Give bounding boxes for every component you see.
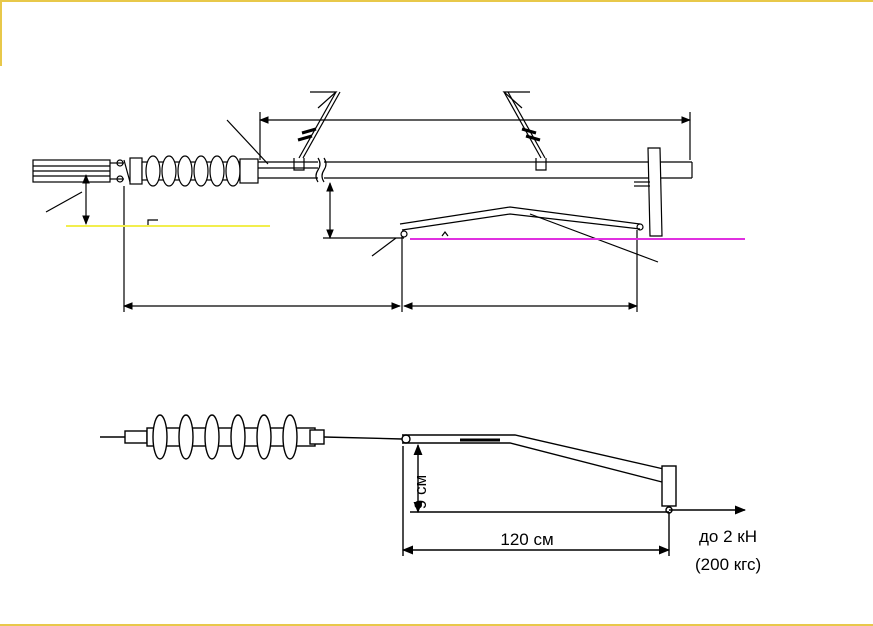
level-mark — [441, 231, 449, 237]
slide-left-border — [0, 0, 2, 66]
slide-top-border — [0, 0, 873, 2]
bottom-diagram — [100, 414, 747, 556]
level-tick — [147, 219, 158, 226]
top-diagram — [32, 91, 693, 312]
lower-arm — [399, 206, 644, 238]
end-plate — [634, 147, 663, 237]
slide-bottom-border — [0, 624, 873, 626]
dim-120cm-label: 120 см — [500, 530, 553, 549]
tension-clamp — [32, 159, 131, 183]
arm-bottom — [401, 434, 677, 514]
load-label-alt: (200 кгс) — [695, 555, 761, 574]
insulator-bottom — [100, 414, 325, 460]
dim-9cm-label: 9 см — [411, 475, 430, 509]
hook-left — [293, 91, 341, 171]
hook-right — [502, 91, 547, 171]
load-label: до 2 кН — [699, 527, 757, 546]
insulator-top — [129, 155, 259, 187]
leader-2 — [45, 191, 83, 213]
leader-1 — [226, 119, 269, 165]
support-bar — [258, 157, 693, 183]
leader-3 — [371, 237, 397, 257]
